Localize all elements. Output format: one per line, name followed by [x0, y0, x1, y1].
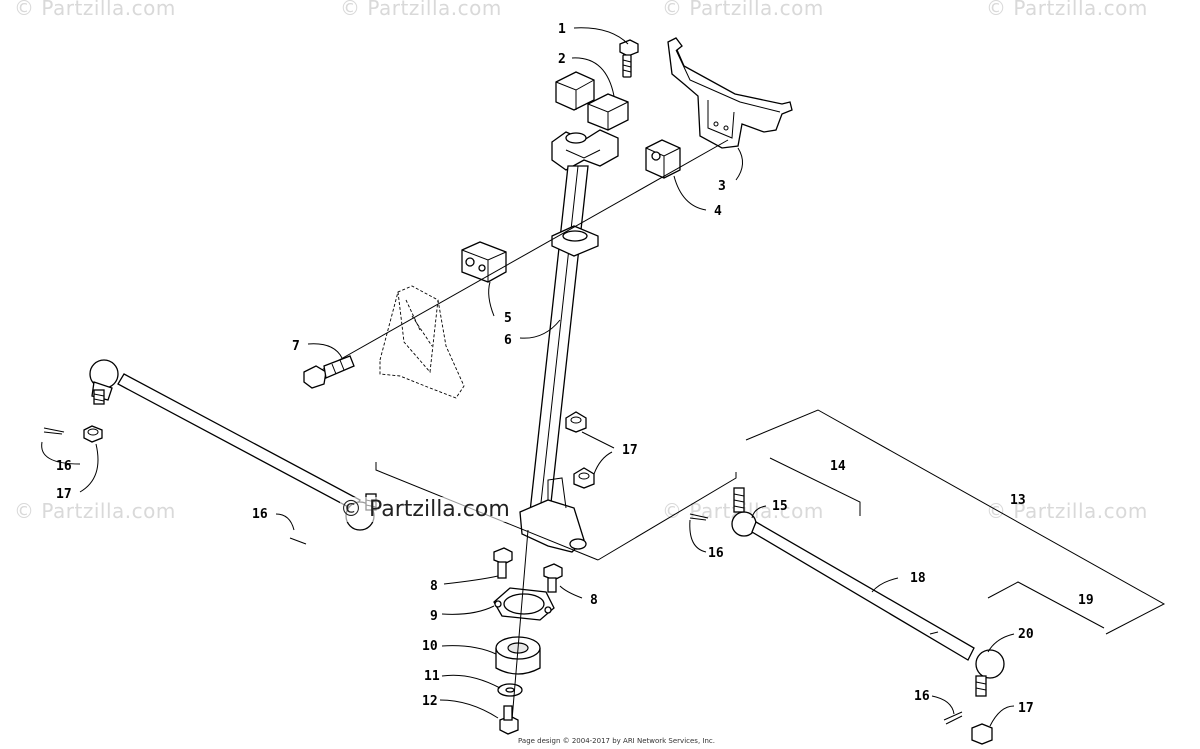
steering-arm — [519, 477, 587, 553]
callout-13: 13 — [1010, 493, 1026, 508]
callout-17c: 17 — [1018, 701, 1034, 716]
callout-17a: 17 — [56, 487, 72, 502]
flange-plate-9 — [493, 587, 555, 621]
left-tie-rod — [43, 359, 377, 545]
callout-8b: 8 — [590, 593, 598, 608]
callout-19: 19 — [1078, 593, 1094, 608]
callout-3: 3 — [718, 179, 726, 194]
washer-11 — [497, 683, 523, 697]
callout-2: 2 — [558, 52, 566, 67]
callout-15: 15 — [772, 499, 788, 514]
callout-20: 20 — [1018, 627, 1034, 642]
copyright-footer: Page design © 2004-2017 by ARI Network S… — [518, 737, 715, 745]
bolt-7 — [303, 355, 355, 389]
callout-6: 6 — [504, 333, 512, 348]
callout-16a: 16 — [56, 459, 72, 474]
callout-labels: 1 2 3 4 5 6 7 8 8 9 10 11 12 13 14 15 16… — [56, 22, 1094, 716]
watermark: © Partzilla.com — [14, 0, 176, 20]
callout-8a: 8 — [430, 579, 438, 594]
frame-bracket — [379, 285, 465, 399]
watermark: © Partzilla.com — [662, 0, 824, 20]
callout-16d: 16 — [914, 689, 930, 704]
callout-16b: 16 — [252, 507, 268, 522]
centerline — [511, 529, 529, 721]
callout-11: 11 — [424, 669, 440, 684]
callout-18: 18 — [910, 571, 926, 586]
steering-post-top — [551, 129, 619, 171]
handlebar-bracket — [667, 37, 793, 149]
callout-14: 14 — [830, 459, 846, 474]
bolts-8 — [493, 547, 563, 593]
clamp-caps — [555, 71, 629, 131]
bolt-12 — [499, 705, 519, 735]
assembly-bracket-lines — [375, 409, 1166, 635]
alignment-axis — [317, 139, 729, 373]
callout-17b: 17 — [622, 443, 638, 458]
leader-lines — [41, 27, 1015, 727]
right-tie-rod — [689, 487, 1005, 745]
watermark: © Partzilla.com — [14, 499, 176, 523]
block-4 — [645, 139, 681, 179]
callout-16c: 16 — [708, 546, 724, 561]
callout-1: 1 — [558, 22, 566, 37]
watermark-center: © Partzilla.com — [340, 497, 510, 522]
callout-9: 9 — [430, 609, 438, 624]
callout-4: 4 — [714, 204, 722, 219]
block-5 — [461, 241, 507, 283]
watermark: © Partzilla.com — [340, 0, 502, 20]
callout-5: 5 — [504, 311, 512, 326]
callout-12: 12 — [422, 694, 438, 709]
nuts-17 — [565, 411, 595, 489]
watermark: © Partzilla.com — [986, 0, 1148, 20]
callout-10: 10 — [422, 639, 438, 654]
callout-7: 7 — [292, 339, 300, 354]
bolt-1 — [619, 39, 639, 78]
bearing-10 — [495, 636, 541, 675]
